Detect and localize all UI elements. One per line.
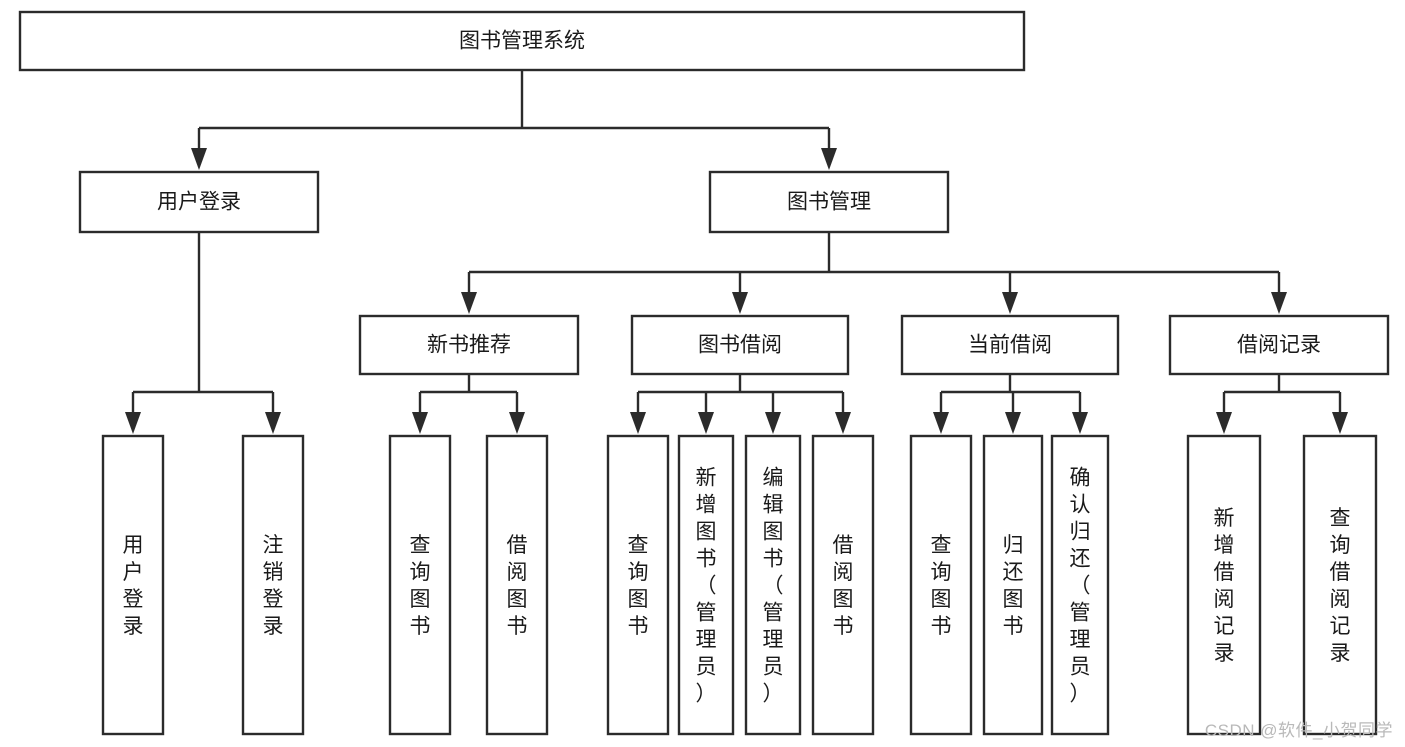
node-book-borrow[interactable]: 图书借阅 bbox=[630, 314, 850, 376]
node-leaf-borrow-book-1[interactable]: 借阅图书 bbox=[485, 434, 549, 736]
node-leaf-query-book-2[interactable]: 查询图书 bbox=[606, 434, 670, 736]
node-label: 新增借阅记录 bbox=[1214, 507, 1235, 665]
node-root[interactable]: 图书管理系统 bbox=[18, 10, 1026, 72]
node-box bbox=[708, 170, 950, 234]
node-leaf-borrow-book-2[interactable]: 借阅图书 bbox=[811, 434, 875, 736]
node-box bbox=[18, 10, 1026, 72]
node-label: 新书推荐 bbox=[427, 334, 511, 357]
node-label: 查询借阅记录 bbox=[1330, 507, 1351, 665]
node-label: 当前借阅 bbox=[968, 334, 1052, 357]
node-label: 用户登录 bbox=[123, 534, 144, 638]
node-label: 借阅图书 bbox=[833, 534, 854, 638]
node-leaf-query-record[interactable]: 查询借阅记录 bbox=[1302, 434, 1378, 736]
node-label: 借阅记录 bbox=[1237, 334, 1321, 357]
node-label: 新增图书（管理员） bbox=[696, 467, 717, 706]
node-label: 查询图书 bbox=[628, 534, 649, 638]
node-label: 查询图书 bbox=[410, 534, 431, 638]
node-box bbox=[982, 434, 1044, 736]
node-box bbox=[1050, 434, 1110, 736]
node-label: 查询图书 bbox=[931, 534, 952, 638]
node-label: 编辑图书（管理员） bbox=[763, 467, 784, 706]
node-box bbox=[388, 434, 452, 736]
node-label: 图书管理系统 bbox=[459, 30, 585, 53]
node-leaf-add-book[interactable]: 新增图书（管理员） bbox=[677, 434, 735, 736]
node-leaf-edit-book[interactable]: 编辑图书（管理员） bbox=[744, 434, 802, 736]
node-box bbox=[606, 434, 670, 736]
node-box bbox=[1186, 434, 1262, 736]
edges-layer bbox=[125, 70, 1348, 434]
node-box bbox=[101, 434, 165, 736]
node-label: 图书借阅 bbox=[698, 334, 782, 357]
node-box bbox=[78, 170, 320, 234]
node-box bbox=[909, 434, 973, 736]
node-book-mgmt[interactable]: 图书管理 bbox=[708, 170, 950, 234]
node-box bbox=[241, 434, 305, 736]
node-box bbox=[744, 434, 802, 736]
node-box bbox=[358, 314, 580, 376]
node-leaf-confirm-return[interactable]: 确认归还（管理员） bbox=[1050, 434, 1110, 736]
node-box bbox=[1302, 434, 1378, 736]
node-box bbox=[485, 434, 549, 736]
node-box bbox=[811, 434, 875, 736]
node-new-book-rec[interactable]: 新书推荐 bbox=[358, 314, 580, 376]
node-leaf-query-book-1[interactable]: 查询图书 bbox=[388, 434, 452, 736]
node-label: 注销登录 bbox=[263, 534, 284, 638]
node-leaf-return-book[interactable]: 归还图书 bbox=[982, 434, 1044, 736]
node-box bbox=[630, 314, 850, 376]
nodes-layer: 图书管理系统用户登录图书管理新书推荐图书借阅当前借阅借阅记录用户登录注销登录查询… bbox=[18, 10, 1390, 736]
node-user-login[interactable]: 用户登录 bbox=[78, 170, 320, 234]
node-label: 确认归还（管理员） bbox=[1070, 467, 1091, 706]
node-box bbox=[1168, 314, 1390, 376]
node-borrow-record[interactable]: 借阅记录 bbox=[1168, 314, 1390, 376]
node-leaf-logout[interactable]: 注销登录 bbox=[241, 434, 305, 736]
node-box bbox=[677, 434, 735, 736]
node-box bbox=[900, 314, 1120, 376]
node-label: 用户登录 bbox=[157, 191, 241, 214]
node-label: 归还图书 bbox=[1003, 534, 1024, 638]
node-label: 图书管理 bbox=[787, 191, 871, 214]
node-leaf-user-login[interactable]: 用户登录 bbox=[101, 434, 165, 736]
node-leaf-add-record[interactable]: 新增借阅记录 bbox=[1186, 434, 1262, 736]
node-current-borrow[interactable]: 当前借阅 bbox=[900, 314, 1120, 376]
node-label: 借阅图书 bbox=[507, 534, 528, 638]
node-leaf-query-book-3[interactable]: 查询图书 bbox=[909, 434, 973, 736]
